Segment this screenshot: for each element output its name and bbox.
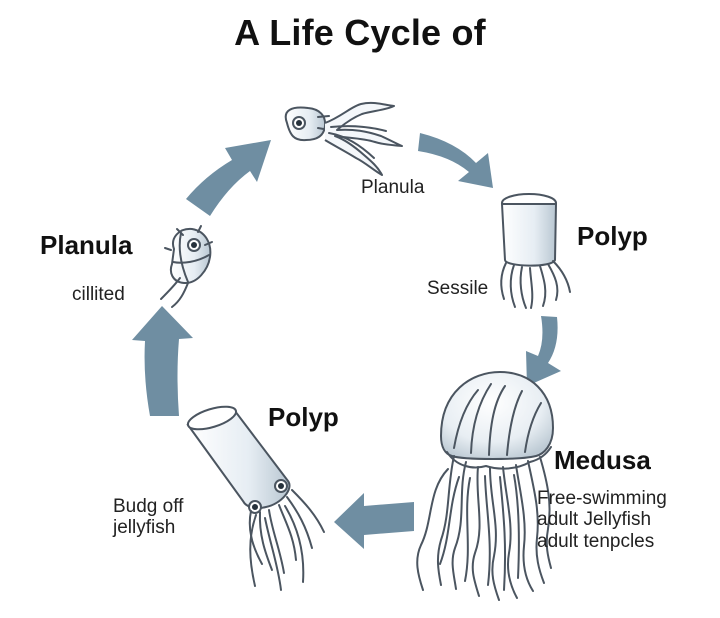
polyp-bottom-name: Polyp — [268, 402, 339, 432]
medusa-note-line: adult Jellyfish — [537, 509, 652, 531]
cycle-arrow-icon — [186, 140, 271, 216]
polyp-bottom-note-line: Budg off — [113, 496, 184, 517]
diagram-title: A Life Cycle of — [234, 12, 486, 53]
cycle-arrow-icon — [132, 306, 193, 416]
planula-top-note: Planula — [361, 177, 425, 198]
polyp-right-note: Sessile — [427, 278, 489, 299]
polyp-icon — [500, 193, 571, 309]
polyp-icon — [186, 405, 325, 591]
cycle-arrows — [132, 133, 561, 549]
cycle-arrow-icon — [334, 493, 414, 549]
polyp-bottom-note: Budg off jellyfish — [113, 496, 183, 539]
medusa-name: Medusa — [554, 445, 651, 475]
planula-larva-icon — [284, 101, 403, 176]
medusa-note-line: Free-swimming — [537, 488, 667, 509]
jellyfish-icon — [416, 370, 555, 601]
medusa-note: Free-swimming adult Jellyfish adult tenp… — [537, 488, 667, 552]
planula-left-note: cillited — [72, 284, 125, 305]
polyp-right-name: Polyp — [577, 221, 648, 251]
polyp-bottom-note-line: jellyfish — [113, 517, 176, 539]
medusa-note-line: adult tenpcles — [537, 530, 655, 552]
cycle-arrow-icon — [526, 316, 561, 386]
planula-larva-icon — [160, 225, 213, 308]
cycle-arrow-icon — [418, 133, 493, 188]
planula-left-name: Planula — [40, 230, 133, 260]
